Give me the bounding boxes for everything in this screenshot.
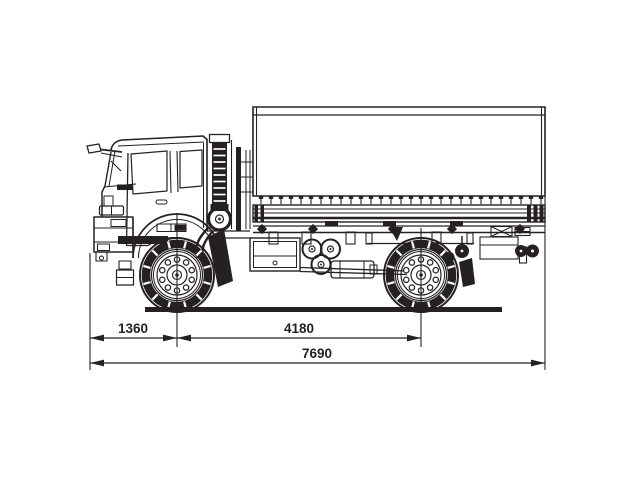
arrowhead <box>90 334 104 342</box>
rope-hooks <box>258 195 544 204</box>
cab-steps <box>115 260 135 286</box>
rear-corner-equipment <box>479 225 539 264</box>
tow-pin <box>95 251 108 262</box>
grille-badge <box>117 184 133 190</box>
chassis-equipment <box>207 230 474 279</box>
platform-side-board <box>252 204 546 226</box>
dimension-label-front-overhang: 1360 <box>118 321 148 336</box>
fog-lamp <box>97 243 110 251</box>
arrowhead <box>407 334 421 342</box>
wiper <box>110 160 122 172</box>
grab-handle <box>103 195 114 207</box>
arrowhead <box>177 334 191 342</box>
dimension-label-overall-length: 7690 <box>302 346 332 361</box>
quarter-window <box>179 149 203 189</box>
door-window <box>130 150 168 195</box>
arrowhead <box>90 359 104 367</box>
dimension-annotations: 1360 4180 7690 <box>89 196 546 370</box>
side-mirror <box>86 143 123 158</box>
cargo-body <box>252 106 546 264</box>
door-handle <box>155 199 168 205</box>
battery-box <box>249 237 301 272</box>
air-filter <box>206 206 233 232</box>
arrowhead <box>163 334 177 342</box>
headboard-rack <box>236 147 253 231</box>
dimension-label-wheelbase: 4180 <box>284 321 314 336</box>
arrowhead <box>531 359 545 367</box>
air-intake-stack <box>195 133 233 260</box>
tarpaulin-cover <box>252 106 546 197</box>
